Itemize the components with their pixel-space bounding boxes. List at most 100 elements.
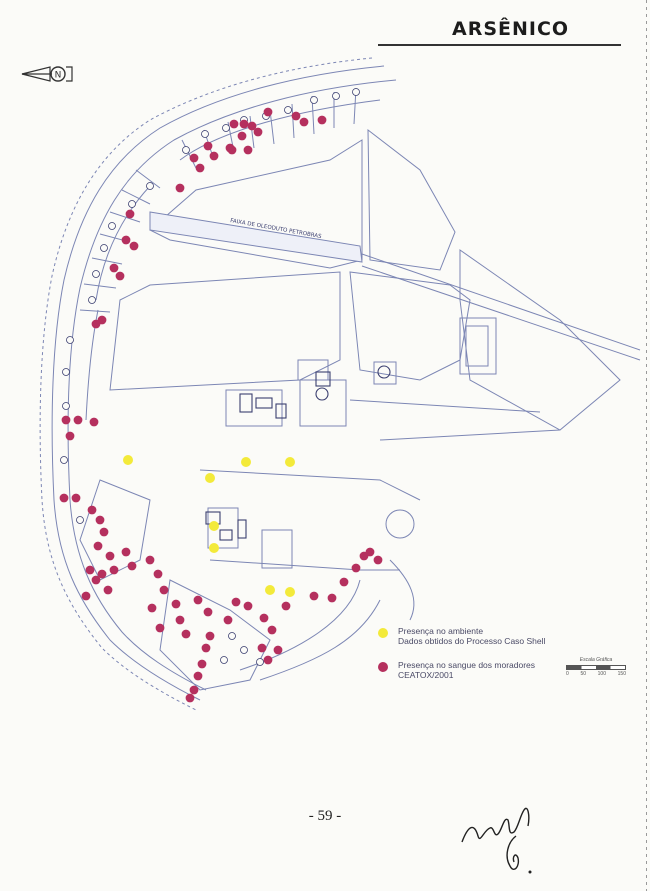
ambient-presence-marker [123,455,133,465]
blood-presence-marker [145,555,155,565]
ambient-presence-marker [285,587,295,597]
scale-tick: 0 [566,671,569,677]
blood-presence-marker [71,493,81,503]
blood-presence-marker [373,555,383,565]
legend-blood-line1: Presença no sangue dos moradores [398,660,536,670]
blood-presence-marker [115,271,125,281]
pipeline-strip [149,211,363,263]
blood-presence-marker [127,561,137,571]
blood-presence-marker [247,121,257,131]
blood-presence-marker [65,431,75,441]
blood-presence-marker [85,565,95,575]
blood-presence-marker [125,209,135,219]
blood-presence-marker [175,183,185,193]
blood-presence-marker [273,645,283,655]
blood-presence-marker [205,631,215,641]
lot-east [349,271,471,381]
legend-ambient-line2: Dados obtidos do Processo Caso Shell [398,636,546,646]
blood-presence-marker [91,575,101,585]
facility-cluster [205,365,391,541]
lot-center [109,271,341,391]
blood-presence-marker [73,415,83,425]
ambient-presence-marker [209,543,219,553]
blood-presence-marker [153,569,163,579]
blood-presence-marker [103,585,113,595]
blood-presence-marker [243,601,253,611]
blood-presence-marker [99,527,109,537]
blood-presence-marker [155,623,165,633]
blood-presence-marker [227,145,237,155]
scale-tick: 100 [597,671,606,677]
blood-presence-marker [209,151,219,161]
blood-presence-marker [201,643,211,653]
blood-presence-marker [105,551,115,561]
blood-presence-marker [263,107,273,117]
blood-presence-marker [309,591,319,601]
blood-presence-marker [97,569,107,579]
blood-presence-markers [59,107,383,703]
ambient-presence-marker [205,473,215,483]
blood-presence-marker [189,685,199,695]
blood-presence-marker [181,629,191,639]
scale-tick: 50 [580,671,586,677]
blood-presence-marker [267,625,277,635]
lot-far-east [459,249,621,431]
blood-presence-marker [327,593,337,603]
blood-presence-marker [243,145,253,155]
blood-presence-marker [237,131,247,141]
blood-presence-marker [257,643,267,653]
blood-presence-marker [93,541,103,551]
blood-presence-marker [189,153,199,163]
page-title: ARSÊNICO [452,18,570,40]
blood-presence-marker [253,127,263,137]
blood-presence-marker [197,659,207,669]
blood-presence-marker [95,515,105,525]
blood-presence-marker [121,235,131,245]
blood-presence-marker [171,599,181,609]
svg-text:N: N [55,71,62,81]
page-number: - 59 - [308,808,342,824]
lot-northeast [367,128,456,271]
blood-presence-marker [317,115,327,125]
outer-road [51,65,385,701]
blood-presence-marker [281,601,291,611]
blood-presence-marker [147,603,157,613]
blood-presence-marker [159,585,169,595]
blood-presence-marker [193,595,203,605]
blood-presence-marker [365,547,375,557]
blood-presence-marker [121,547,131,557]
blood-presence-marker [339,577,349,587]
blood-presence-marker [175,615,185,625]
scale-label: Escala Gráfica [579,657,613,663]
blood-presence-marker [299,117,309,127]
blood-presence-marker [259,613,269,623]
blood-presence-marker [81,591,91,601]
legend-blood-swatch [378,662,388,672]
ambient-presence-marker [265,585,275,595]
blood-presence-marker [203,141,213,151]
title-rule [378,44,621,46]
blood-presence-marker [109,565,119,575]
blood-presence-marker [193,671,203,681]
legend-ambient-swatch [378,628,388,638]
legend-blood-line2: CEATOX/2001 [398,670,454,680]
blood-presence-marker [195,163,205,173]
blood-presence-marker [203,607,213,617]
blood-presence-marker [59,493,69,503]
lot-north [149,139,363,269]
scale-tick: 150 [617,671,626,677]
blood-presence-marker [109,263,119,273]
signature-icon [461,807,532,874]
scale-bar: Escala Gráfica 0 50 100 150 [566,657,626,677]
well-markers [60,88,360,666]
blood-presence-marker [129,241,139,251]
north-arrow-icon: N [21,66,73,82]
blood-presence-marker [351,563,361,573]
blood-presence-marker [91,319,101,329]
blood-presence-marker [61,415,71,425]
blood-presence-marker [229,119,239,129]
blood-presence-marker [87,505,97,515]
blood-presence-marker [291,111,301,121]
blood-presence-marker [239,119,249,129]
blood-presence-marker [185,693,195,703]
